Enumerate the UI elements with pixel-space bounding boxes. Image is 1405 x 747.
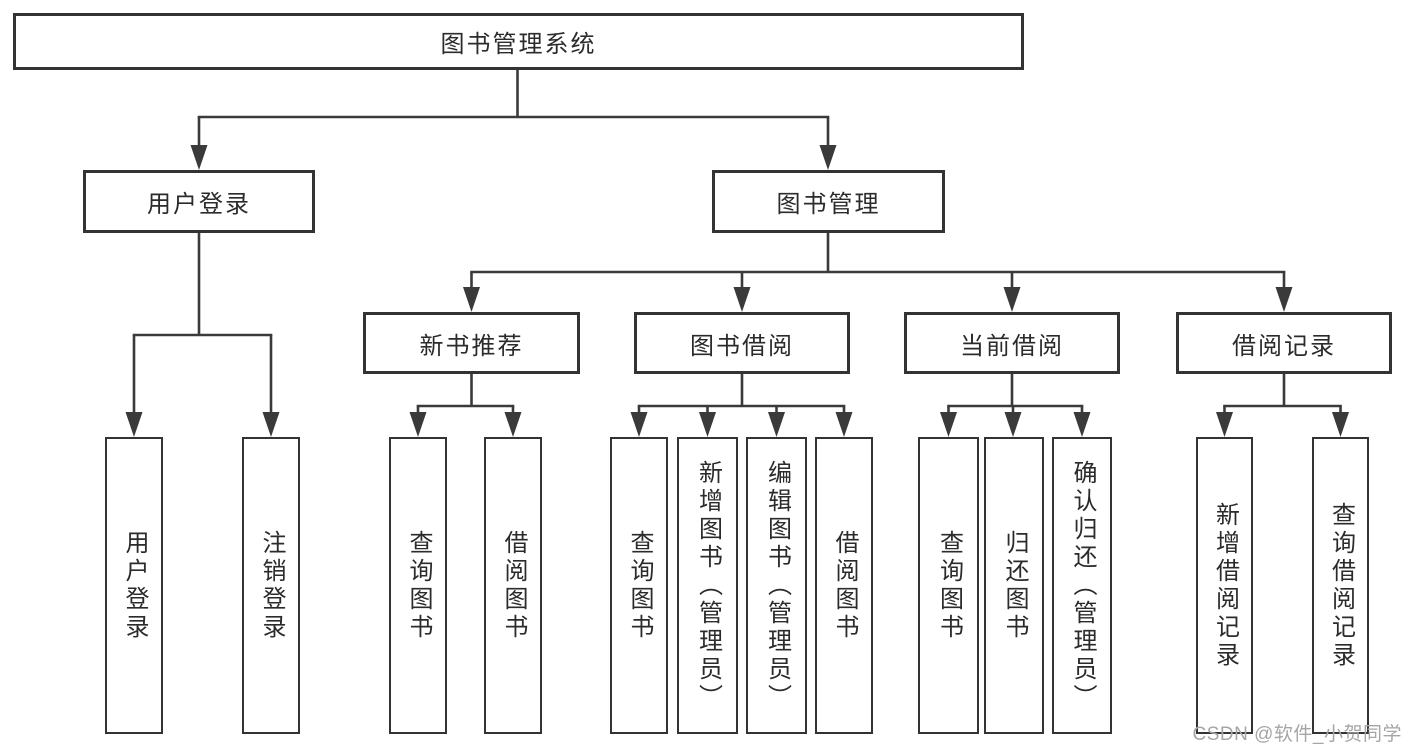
node-borrowing-records: 借阅记录 bbox=[1176, 312, 1392, 374]
node-label: 用户登录 bbox=[147, 191, 251, 218]
node-book-management: 图书管理 bbox=[712, 170, 945, 233]
leaf-user-login: 用户登录 bbox=[105, 437, 163, 734]
node-label: 图书借阅 bbox=[690, 332, 794, 360]
node-library-management-system: 图书管理系统 bbox=[13, 13, 1024, 70]
leaf-borrow-books-recommend: 借阅图书 bbox=[484, 437, 542, 734]
leaf-label: 查询借阅记录 bbox=[1327, 501, 1355, 670]
leaf-label: 新增图书（管理员） bbox=[694, 459, 722, 712]
leaf-label: 查询图书 bbox=[626, 529, 653, 642]
leaf-label: 注销登录 bbox=[258, 529, 285, 642]
node-user-login: 用户登录 bbox=[83, 170, 315, 233]
node-label: 图书管理 bbox=[776, 191, 881, 218]
leaf-label: 查询图书 bbox=[405, 529, 432, 642]
leaf-label: 借阅图书 bbox=[500, 529, 527, 642]
leaf-edit-book-admin: 编辑图书（管理员） bbox=[746, 437, 807, 734]
node-new-book-recommendation: 新书推荐 bbox=[363, 312, 580, 374]
leaf-query-books-recommend: 查询图书 bbox=[389, 437, 447, 734]
csdn-watermark: CSDN @软件_小贺同学 bbox=[1192, 724, 1402, 745]
leaf-query-books-borrowing: 查询图书 bbox=[610, 437, 668, 734]
leaf-label: 编辑图书（管理员） bbox=[763, 459, 791, 712]
leaf-label: 借阅图书 bbox=[831, 529, 858, 642]
leaf-confirm-return-admin: 确认归还（管理员） bbox=[1052, 437, 1112, 734]
node-book-borrowing: 图书借阅 bbox=[634, 312, 850, 374]
leaf-borrow-books: 借阅图书 bbox=[815, 437, 873, 734]
node-label: 当前借阅 bbox=[960, 332, 1064, 360]
leaf-label: 归还图书 bbox=[1001, 529, 1028, 642]
leaf-label: 新增借阅记录 bbox=[1211, 501, 1239, 670]
leaf-add-book-admin: 新增图书（管理员） bbox=[677, 437, 738, 734]
leaf-query-books-current: 查询图书 bbox=[918, 437, 979, 734]
leaf-label: 确认归还（管理员） bbox=[1069, 459, 1096, 712]
leaf-logout: 注销登录 bbox=[242, 437, 300, 734]
node-current-borrowing: 当前借阅 bbox=[904, 312, 1120, 374]
node-label: 新书推荐 bbox=[419, 332, 524, 360]
leaf-label: 查询图书 bbox=[935, 529, 963, 642]
node-label: 借阅记录 bbox=[1232, 332, 1336, 360]
leaf-return-books: 归还图书 bbox=[984, 437, 1044, 734]
leaf-label: 用户登录 bbox=[121, 529, 148, 642]
leaf-add-borrow-record: 新增借阅记录 bbox=[1196, 437, 1253, 734]
leaf-query-borrow-record: 查询借阅记录 bbox=[1312, 437, 1369, 734]
node-label: 图书管理系统 bbox=[440, 31, 597, 58]
